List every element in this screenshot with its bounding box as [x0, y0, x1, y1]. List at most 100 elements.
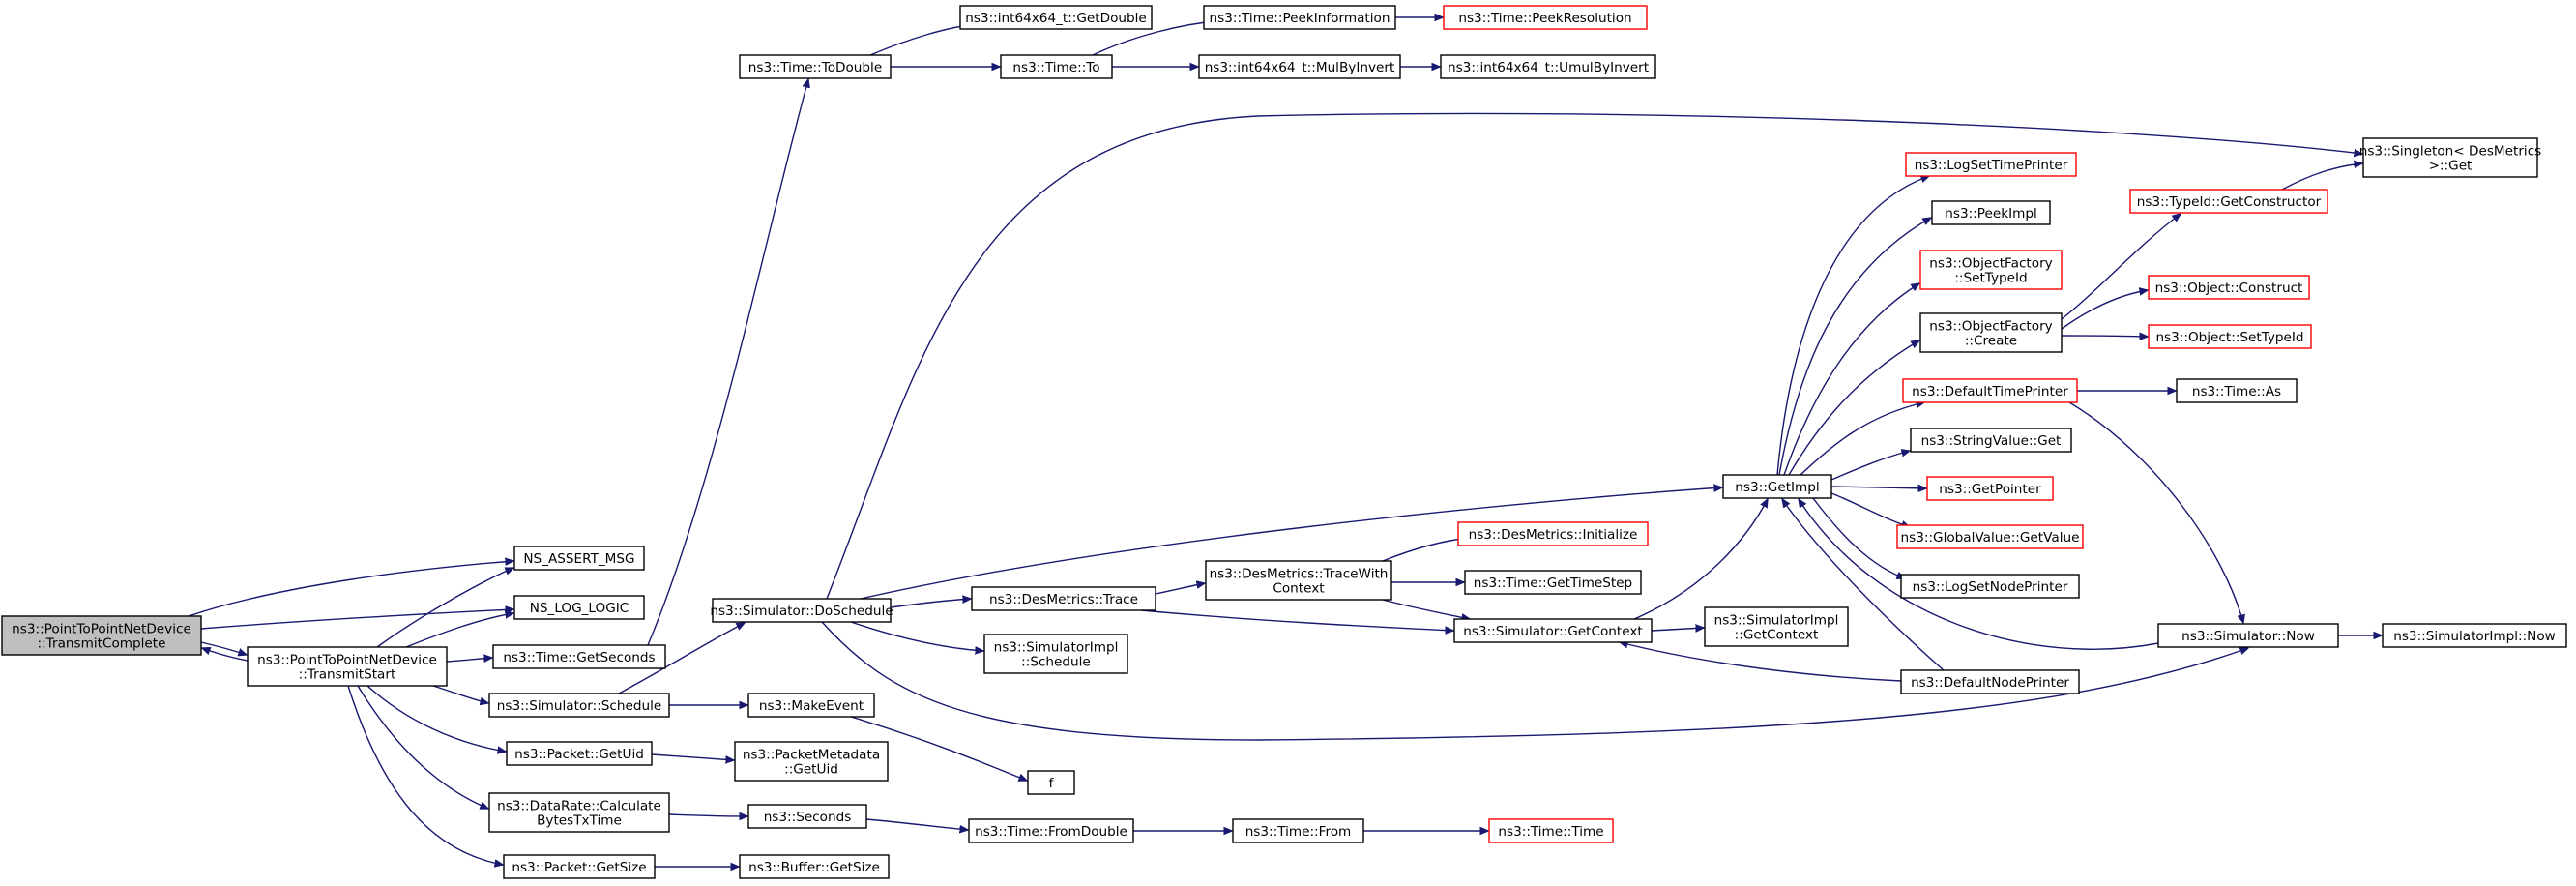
node-default-time-printer[interactable]: ns3::DefaultTimePrinter: [1902, 378, 2078, 403]
node-simulator-get-context[interactable]: ns3::Simulator::GetContext: [1453, 618, 1653, 643]
call-edge-transmit-start-to-packet-get-uid: [366, 685, 506, 752]
node-f[interactable]: f: [1027, 770, 1075, 795]
node-type-id-get-constructor[interactable]: ns3::TypeId::GetConstructor: [2129, 189, 2328, 214]
node-packet-get-size[interactable]: ns3::Packet::GetSize: [503, 854, 656, 879]
call-edge-get-impl-to-object-factory-set-type-id: [1783, 283, 1919, 476]
node-box: [1203, 5, 1396, 30]
node-box: [1443, 5, 1648, 30]
node-box: [2148, 275, 2310, 300]
node-label: ns3::PacketMetadata: [743, 748, 880, 763]
node-time-to-double[interactable]: ns3::Time::ToDouble: [739, 54, 892, 79]
node-box: [968, 818, 1134, 843]
node-box: [1232, 818, 1364, 843]
node-time-to[interactable]: ns3::Time::To: [1000, 54, 1113, 79]
node-get-pointer[interactable]: ns3::GetPointer: [1926, 476, 2054, 501]
node-label: ns3::ObjectFactory: [1929, 319, 2052, 335]
node-des-metrics-initialize[interactable]: ns3::DesMetrics::Initialize: [1457, 521, 1649, 546]
node-int64-get-double[interactable]: ns3::int64x64_t::GetDouble: [959, 5, 1153, 30]
node-label: ns3::SimulatorImpl: [1714, 613, 1839, 629]
node-object-construct[interactable]: ns3::Object::Construct: [2148, 275, 2310, 300]
node-time-from[interactable]: ns3::Time::From: [1232, 818, 1364, 843]
node-object-factory-set-type-id[interactable]: ns3::ObjectFactory::SetTypeId: [1919, 250, 2063, 290]
call-edge-transmit-complete-to-ns-log-logic: [200, 609, 513, 630]
node-label: f: [1049, 776, 1055, 791]
node-simulator-impl-get-context[interactable]: ns3::SimulatorImpl::GetContext: [1704, 606, 1849, 647]
node-transmit-start[interactable]: ns3::PointToPointNetDevice::TransmitStar…: [247, 646, 448, 687]
node-label: ns3::DesMetrics::Trace: [989, 592, 1138, 607]
node-box: [488, 693, 670, 718]
node-label: ns3::Packet::GetUid: [514, 747, 644, 762]
node-ns-log-logic[interactable]: NS_LOG_LOGIC: [513, 595, 645, 620]
node-default-node-printer[interactable]: ns3::DefaultNodePrinter: [1900, 669, 2080, 694]
node-label: NS_LOG_LOGIC: [530, 601, 629, 616]
node-label: ns3::Simulator::Now: [2181, 629, 2315, 644]
node-box: [1931, 200, 2051, 225]
node-simulator-now[interactable]: ns3::Simulator::Now: [2157, 623, 2339, 648]
node-global-value-get-value[interactable]: ns3::GlobalValue::GetValue: [1896, 524, 2084, 549]
node-int64-umul-by-invert[interactable]: ns3::int64x64_t::UmulByInvert: [1440, 54, 1656, 79]
node-singleton-get[interactable]: ns3::Singleton< DesMetrics>::Get: [2359, 137, 2542, 178]
node-object-factory-create[interactable]: ns3::ObjectFactory::Create: [1919, 312, 2063, 353]
node-box: [488, 792, 670, 833]
call-edge-object-factory-create-to-object-set-type-id: [2061, 336, 2148, 337]
node-label: ns3::Time::From: [1245, 824, 1352, 840]
call-edge-transmit-start-to-data-rate-calc: [357, 685, 488, 810]
node-time-peek-resolution[interactable]: ns3::Time::PeekResolution: [1443, 5, 1648, 30]
node-packet-metadata-get-uid[interactable]: ns3::PacketMetadata::GetUid: [734, 741, 889, 782]
node-peek-impl[interactable]: ns3::PeekImpl: [1931, 200, 2051, 225]
node-log-set-time-printer[interactable]: ns3::LogSetTimePrinter: [1905, 152, 2077, 177]
node-label: >::Get: [2429, 159, 2473, 174]
call-edge-get-impl-to-string-value-get: [1830, 451, 1910, 481]
node-label: ns3::SimulatorImpl: [994, 640, 1119, 656]
call-edge-time-get-seconds-to-time-to-double: [647, 79, 808, 646]
node-box: [2362, 137, 2538, 178]
call-edge-get-impl-to-object-factory-create: [1788, 340, 1919, 476]
node-object-set-type-id[interactable]: ns3::Object::SetTypeId: [2148, 324, 2312, 349]
node-simulator-do-schedule[interactable]: ns3::Simulator::DoSchedule: [710, 598, 893, 623]
node-box: [1027, 770, 1075, 795]
node-label: ns3::Time::Time: [1498, 824, 1603, 840]
node-time-get-seconds[interactable]: ns3::Time::GetSeconds: [492, 644, 666, 669]
node-string-value-get[interactable]: ns3::StringValue::Get: [1910, 428, 2072, 453]
node-time-peek-information[interactable]: ns3::Time::PeekInformation: [1203, 5, 1396, 30]
node-seconds[interactable]: ns3::Seconds: [747, 804, 867, 829]
node-label: ns3::DesMetrics::TraceWith: [1210, 567, 1389, 582]
call-edge-transmit-start-to-transmit-complete: [202, 648, 249, 662]
node-label: ns3::PeekImpl: [1945, 206, 2036, 222]
node-label: ns3::LogSetTimePrinter: [1915, 158, 2068, 173]
call-edge-default-time-printer-to-simulator-now: [2068, 401, 2243, 623]
call-edge-get-impl-to-peek-impl: [1778, 218, 1931, 476]
node-box: [1905, 152, 2077, 177]
node-label: ns3::Buffer::GetSize: [748, 860, 880, 875]
node-simulator-impl-now[interactable]: ns3::SimulatorImpl::Now: [2382, 623, 2567, 648]
call-edge-data-rate-calc-to-seconds: [668, 814, 747, 816]
node-label: ns3::GlobalValue::GetValue: [1901, 530, 2080, 546]
node-label: ::TransmitComplete: [38, 636, 166, 652]
node-log-set-node-printer[interactable]: ns3::LogSetNodePrinter: [1900, 574, 2080, 599]
node-simulator-impl-schedule[interactable]: ns3::SimulatorImpl::Schedule: [983, 634, 1128, 674]
node-time-get-time-step[interactable]: ns3::Time::GetTimeStep: [1464, 570, 1642, 595]
node-ns-assert-msg[interactable]: NS_ASSERT_MSG: [513, 546, 645, 571]
node-make-event[interactable]: ns3::MakeEvent: [747, 693, 875, 718]
node-label: NS_ASSERT_MSG: [523, 551, 634, 567]
node-label: ns3::Time::To: [1012, 60, 1099, 75]
node-time-as[interactable]: ns3::Time::As: [2176, 378, 2298, 403]
node-buffer-get-size[interactable]: ns3::Buffer::GetSize: [739, 854, 890, 879]
node-label: ns3::Packet::GetSize: [512, 860, 646, 875]
node-box: [959, 5, 1153, 30]
node-time-time[interactable]: ns3::Time::Time: [1488, 818, 1614, 843]
call-edge-simulator-schedule-to-simulator-do-schedule: [618, 623, 745, 694]
node-des-metrics-trace[interactable]: ns3::DesMetrics::Trace: [971, 586, 1156, 611]
node-int64-mul-by-invert[interactable]: ns3::int64x64_t::MulByInvert: [1198, 54, 1401, 79]
call-edge-object-factory-create-to-type-id-get-constructor: [2061, 214, 2181, 320]
node-get-impl[interactable]: ns3::GetImpl: [1722, 474, 1832, 499]
node-box: [1900, 669, 2080, 694]
call-edge-simulator-get-context-to-simulator-impl-get-context: [1651, 628, 1704, 631]
node-packet-get-uid[interactable]: ns3::Packet::GetUid: [506, 741, 653, 766]
node-label: ns3::Object::SetTypeId: [2155, 330, 2303, 345]
node-time-from-double[interactable]: ns3::Time::FromDouble: [968, 818, 1134, 843]
node-simulator-schedule[interactable]: ns3::Simulator::Schedule: [488, 693, 670, 718]
node-box: [513, 546, 645, 571]
